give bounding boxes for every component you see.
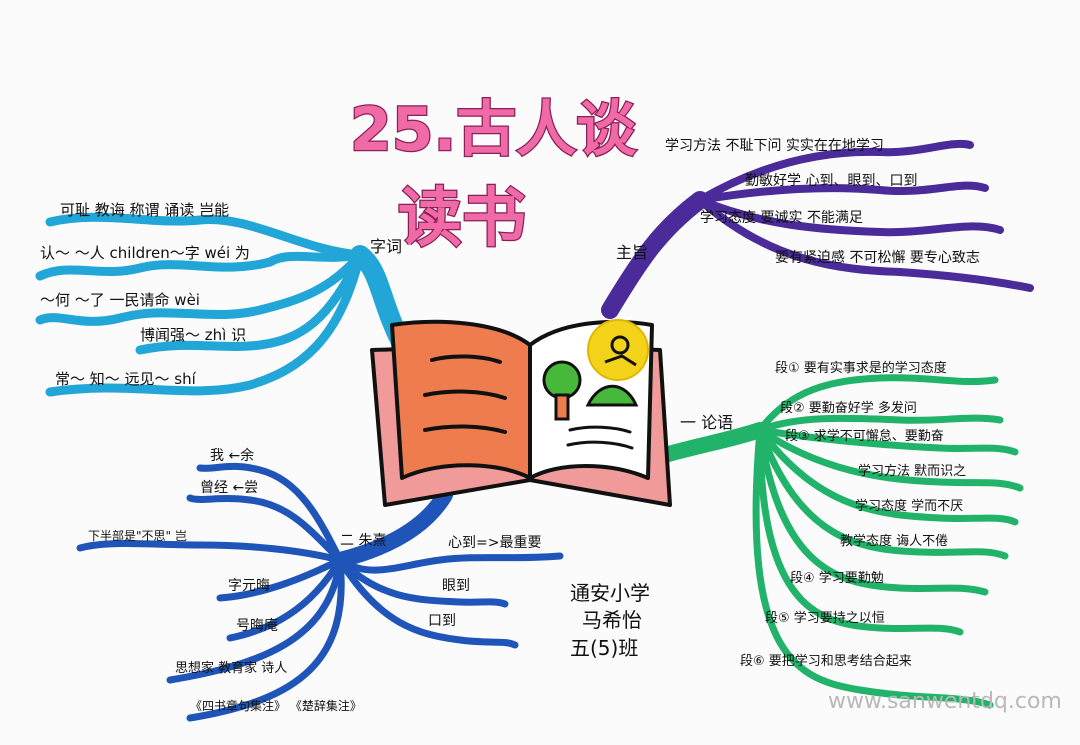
- blue-item: 《四书章句集注》 《楚辞集注》: [190, 698, 362, 713]
- credit-block: 通安小学 马希怡 五(5)班: [570, 581, 650, 660]
- open-book-icon: [370, 319, 672, 507]
- cyan-item: ～何 ～了 一民请命 wèi: [40, 291, 200, 309]
- green-item: 段② 要勤奋好学 多发问: [780, 400, 917, 416]
- purple-branch: 主旨 学习方法 不耻下问 实实在在地学习 勤敏好学 心到、眼到、口到 学习态度 …: [601, 138, 1034, 319]
- green-item: 段① 要有实事求是的学习态度: [775, 360, 947, 376]
- title-line1: 25.古人谈: [350, 95, 637, 165]
- blue-right-item: 心到=>最重要: [448, 535, 541, 551]
- hill-icon: [585, 384, 639, 407]
- cyan-branch: 字词 可耻 教诲 称谓 诵读 岂能 认～ ～人 children～字 wéi 为…: [35, 201, 410, 397]
- credit-name: 马希怡: [582, 608, 642, 632]
- green-item: 学习方法 默而识之: [858, 463, 966, 479]
- blue-branch-label: 二 朱熹: [340, 533, 386, 549]
- blue-right-item: 口到: [428, 613, 456, 629]
- sun-icon: [587, 319, 649, 381]
- title-line2: 读书: [398, 182, 526, 256]
- cyan-item: 博闻强～ zhì 识: [140, 326, 246, 344]
- purple-item: 学习态度 要诚实 不能满足: [700, 210, 863, 226]
- cyan-branch-label: 字词: [370, 237, 402, 256]
- green-branch-label: 一 论语: [680, 413, 733, 432]
- blue-item: 思想家 教育家 诗人: [175, 660, 287, 676]
- purple-branch-label: 主旨: [616, 243, 648, 262]
- blue-item: 曾经 ←尝: [200, 480, 258, 496]
- purple-item: 要有紧迫感 不可松懈 要专心致志: [775, 249, 980, 266]
- blue-item: 字元晦: [228, 578, 270, 594]
- watermark: www.sanwentdq.com: [828, 689, 1062, 714]
- cyan-item: 常～ 知～ 远见～ shí: [55, 370, 197, 388]
- blue-branch: 二 朱熹 我 ←余 曾经 ←尝 下半部是"不思" 岂 字元晦 号晦庵 思想家 教…: [76, 447, 564, 722]
- purple-item: 勤敏好学 心到、眼到、口到: [745, 173, 917, 189]
- purple-item: 学习方法 不耻下问 实实在在地学习: [665, 138, 884, 154]
- cyan-item: 认～ ～人 children～字 wéi 为: [40, 244, 250, 262]
- green-item: 教学态度 诲人不倦: [840, 533, 948, 549]
- blue-item: 我 ←余: [210, 447, 254, 464]
- tree-icon: [542, 360, 582, 421]
- green-branch: 一 论语 段① 要有实事求是的学习态度 段② 要勤奋好学 多发问 段③ 求学不可…: [657, 360, 1024, 709]
- title-group: 25.古人谈 读书: [349, 94, 639, 258]
- blue-right-item: 眼到: [442, 578, 470, 594]
- blue-item: 号晦庵: [236, 617, 278, 634]
- green-item: 段③ 求学不可懈怠、要勤奋: [785, 428, 944, 444]
- credit-school: 通安小学: [570, 581, 650, 605]
- green-item: 段⑥ 要把学习和思考结合起来: [740, 653, 912, 669]
- blue-item: 下半部是"不思" 岂: [88, 528, 187, 543]
- green-item: 段⑤ 学习要持之以恒: [765, 610, 885, 626]
- green-item: 段④ 学习要勤勉: [790, 570, 884, 586]
- cyan-item: 可耻 教诲 称谓 诵读 岂能: [60, 201, 229, 219]
- green-item: 学习态度 学而不厌: [855, 498, 963, 514]
- credit-class: 五(5)班: [570, 636, 638, 660]
